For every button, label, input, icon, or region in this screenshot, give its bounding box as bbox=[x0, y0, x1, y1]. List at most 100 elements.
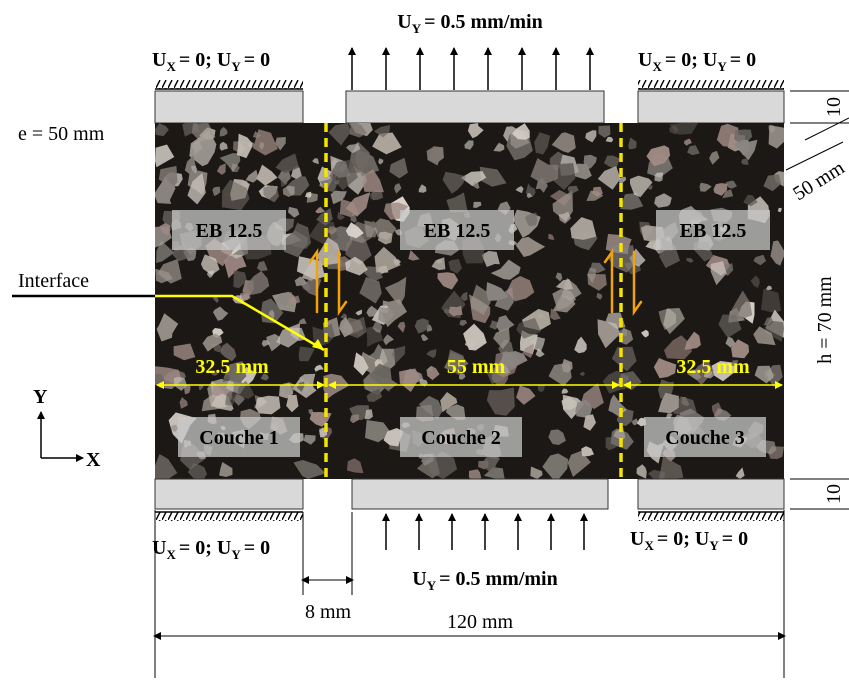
aggregate-stone bbox=[743, 194, 758, 207]
aggregate-stone bbox=[603, 155, 621, 169]
aggregate-stone bbox=[444, 308, 450, 314]
aggregate-stone bbox=[750, 275, 760, 289]
aggregate-stone bbox=[753, 254, 767, 266]
aggregate-stone bbox=[648, 185, 653, 190]
aggregate-stone bbox=[156, 313, 179, 342]
aggregate-stone bbox=[379, 348, 396, 369]
aggregate-stone bbox=[761, 288, 782, 313]
aggregate-stone bbox=[202, 333, 223, 352]
aggregate-stone bbox=[418, 184, 427, 193]
aggregate-stone bbox=[548, 233, 555, 240]
aggregate-stone bbox=[308, 409, 314, 415]
aggregate-stone bbox=[463, 323, 487, 351]
aggregate-stone bbox=[187, 172, 206, 205]
aggregate-stone bbox=[275, 137, 286, 151]
aggregate-stone bbox=[561, 396, 579, 410]
aggregate-stone bbox=[370, 220, 377, 228]
aggregate-stone bbox=[461, 171, 487, 187]
layer-label-2: Couche 2 bbox=[400, 417, 522, 457]
aggregate-stone bbox=[684, 138, 692, 146]
aggregate-stone bbox=[312, 158, 319, 165]
aggregate-stone bbox=[716, 123, 739, 148]
aggregate-stone bbox=[713, 183, 728, 196]
aggregate-stone bbox=[658, 456, 684, 479]
aggregate-stone bbox=[442, 171, 466, 194]
total-length-dimension bbox=[153, 510, 786, 678]
aggregate-stone bbox=[221, 179, 250, 211]
aggregate-stone bbox=[516, 385, 536, 405]
aggregate-stone bbox=[314, 364, 324, 372]
aggregate-stone bbox=[373, 218, 397, 241]
aggregate-stone bbox=[420, 334, 429, 342]
aggregate-stone bbox=[383, 202, 409, 220]
thickness-label: e = 50 mm bbox=[18, 123, 105, 145]
aggregate-stone bbox=[374, 124, 390, 138]
interface-leader-yellow bbox=[155, 294, 325, 352]
interface-label: Interface bbox=[18, 270, 89, 292]
aggregate-stone bbox=[768, 125, 784, 149]
width-label-3: 32.5 mm bbox=[676, 356, 750, 378]
aggregate-stone bbox=[555, 272, 563, 282]
aggregate-stone bbox=[179, 397, 188, 409]
aggregate-stone bbox=[329, 159, 358, 190]
aggregate-stone bbox=[206, 270, 214, 278]
aggregate-stone bbox=[632, 418, 639, 426]
aggregate-stone bbox=[426, 349, 437, 359]
top-right-support-hatch bbox=[638, 80, 784, 89]
aggregate-stone bbox=[459, 372, 466, 380]
aggregate-stone bbox=[345, 256, 368, 276]
top-load-arrows bbox=[348, 47, 594, 90]
aggregate-stone bbox=[550, 308, 561, 321]
aggregate-stone bbox=[293, 460, 326, 479]
svg-text:Couche 2: Couche 2 bbox=[421, 427, 500, 449]
aggregate-stone bbox=[448, 259, 462, 274]
aggregate-stone bbox=[155, 454, 178, 479]
top-middle-plate bbox=[345, 90, 605, 124]
aggregate-stone bbox=[155, 123, 169, 137]
aggregate-stone bbox=[366, 388, 383, 402]
aggregate-stone bbox=[259, 142, 265, 151]
aggregate-stone bbox=[241, 180, 249, 189]
height-label: h = 70 mm bbox=[814, 276, 836, 364]
aggregate-stone bbox=[257, 261, 268, 272]
aggregate-stone bbox=[551, 132, 576, 153]
bottom-load-label: UY= 0.5 mm/min bbox=[412, 568, 557, 593]
aggregate-stone bbox=[687, 145, 700, 156]
bottom-right-support-hatch bbox=[638, 512, 784, 521]
aggregate-stone bbox=[496, 315, 515, 333]
aggregate-stone bbox=[770, 240, 784, 266]
aggregate-stone bbox=[553, 163, 576, 190]
aggregate-stone bbox=[585, 130, 597, 143]
aggregate-stone bbox=[486, 282, 509, 301]
aggregate-stone bbox=[709, 150, 720, 165]
aggregate-stone bbox=[489, 320, 499, 330]
aggregate-stone bbox=[378, 158, 384, 165]
svg-text:Couche 1: Couche 1 bbox=[199, 427, 278, 449]
layer-label-1: Couche 1 bbox=[178, 417, 300, 457]
aggregate-stone bbox=[245, 169, 259, 183]
bottom-right-plate bbox=[637, 478, 785, 510]
bottom-left-plate bbox=[154, 478, 304, 510]
top-left-bc-label: UX= 0; UY= 0 bbox=[152, 49, 270, 74]
aggregate-stone bbox=[315, 206, 326, 214]
aggregate-stone bbox=[337, 211, 346, 221]
aggregate-stone bbox=[219, 141, 228, 151]
aggregate-stone bbox=[500, 351, 528, 368]
aggregate-stone bbox=[219, 153, 241, 172]
aggregate-stone bbox=[287, 206, 300, 218]
aggregate-stone bbox=[718, 314, 742, 338]
aggregate-stone bbox=[598, 125, 611, 138]
aggregate-stone bbox=[592, 186, 603, 197]
aggregate-stone bbox=[236, 133, 253, 159]
aggregate-stone bbox=[733, 139, 750, 156]
aggregate-stone bbox=[570, 217, 597, 240]
aggregate-stone bbox=[472, 182, 480, 189]
aggregate-stone bbox=[225, 391, 237, 406]
aggregate-stone bbox=[362, 169, 384, 193]
aggregate-stone bbox=[636, 464, 647, 479]
axis-y-label: Y bbox=[33, 386, 48, 408]
aggregate-stone bbox=[630, 175, 653, 198]
aggregate-stone bbox=[408, 250, 420, 261]
aggregate-stone bbox=[282, 185, 295, 197]
